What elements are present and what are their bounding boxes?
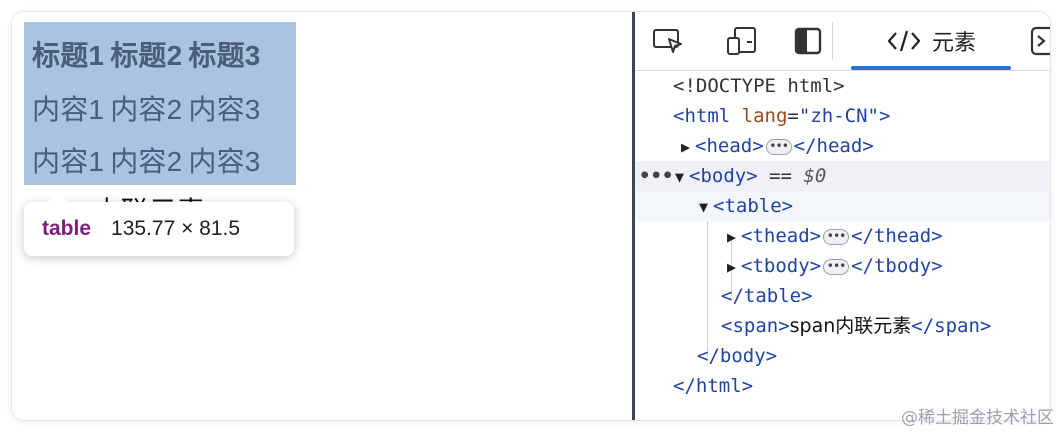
console-icon <box>1030 26 1050 56</box>
collapsed-children-badge[interactable]: ••• <box>765 138 792 155</box>
toolbar-separator <box>832 22 833 60</box>
tab-console[interactable] <box>1029 24 1050 58</box>
tooltip-dimensions: 135.77 × 81.5 <box>111 217 241 240</box>
dock-side-icon <box>794 27 822 55</box>
header-cell: 标题1 <box>32 40 105 71</box>
table-cell: 内容3 <box>188 146 261 177</box>
table-cell: 内容1 <box>32 146 105 177</box>
header-cell: 标题2 <box>110 40 183 71</box>
expand-triangle-icon[interactable]: ▶ <box>727 258 737 276</box>
dom-node-html-close[interactable]: </html> <box>673 375 754 397</box>
dom-node-table[interactable]: ▼<table> <box>635 191 1050 221</box>
dom-node-body[interactable]: ••• ▼<body> == $0 <box>635 161 1050 191</box>
header-cell: 标题3 <box>188 40 261 71</box>
code-icon <box>887 30 921 52</box>
indent-guide <box>731 236 732 296</box>
dom-node-span[interactable]: <span>span内联元素</span> <box>721 315 992 337</box>
watermark: @稀土掘金技术社区 <box>901 408 1054 428</box>
table-cell: 内容2 <box>110 146 183 177</box>
devtools-toolbar: 元素 <box>635 12 1050 71</box>
table-cell: 内容1 <box>32 94 105 125</box>
table-highlight-overlay <box>24 22 296 185</box>
indent-guide <box>707 206 708 356</box>
dom-node-thead[interactable]: ▶<thead>•••</thead> <box>635 221 1050 251</box>
tab-elements-label: 元素 <box>931 31 976 56</box>
dom-node-tbody[interactable]: ▶<tbody>•••</tbody> <box>635 251 1050 281</box>
inspect-element-button[interactable] <box>649 22 687 60</box>
active-tab-indicator <box>851 66 1011 70</box>
device-emulation-icon <box>727 27 756 55</box>
pane-divider[interactable] <box>632 12 635 420</box>
device-emulation-button[interactable] <box>723 22 761 60</box>
more-options-icon[interactable]: ••• <box>639 165 674 187</box>
element-size-tooltip: table 135.77 × 81.5 <box>24 192 294 256</box>
dom-node-html[interactable]: <html lang="zh-CN"> <box>673 105 891 127</box>
dom-node-body-close[interactable]: </body> <box>697 345 778 367</box>
dom-tree: <!DOCTYPE html> <html lang="zh-CN"> ▶<he… <box>635 71 1050 420</box>
dom-node-table-close[interactable]: </table> <box>721 285 813 307</box>
dom-node-doctype[interactable]: <!DOCTYPE html> <box>673 75 845 97</box>
collapsed-children-badge[interactable]: ••• <box>823 258 850 275</box>
inspect-element-icon <box>653 29 682 53</box>
expand-triangle-icon[interactable]: ▶ <box>727 228 737 246</box>
tab-elements[interactable]: 元素 <box>851 12 1011 70</box>
tooltip-tag-name: table <box>42 217 92 240</box>
collapse-triangle-icon[interactable]: ▼ <box>675 168 685 186</box>
dom-node-head[interactable]: ▶<head>•••</head> <box>635 131 1050 161</box>
table-cell: 内容3 <box>188 94 261 125</box>
collapse-triangle-icon[interactable]: ▼ <box>699 198 709 216</box>
collapsed-children-badge[interactable]: ••• <box>823 228 850 245</box>
dock-side-button[interactable] <box>789 22 827 60</box>
expand-triangle-icon[interactable]: ▶ <box>681 138 691 156</box>
table-cell: 内容2 <box>110 94 183 125</box>
devtools-panel: 元素 <!DOCTYPE html> <html lang="zh-CN"> <box>635 12 1050 420</box>
